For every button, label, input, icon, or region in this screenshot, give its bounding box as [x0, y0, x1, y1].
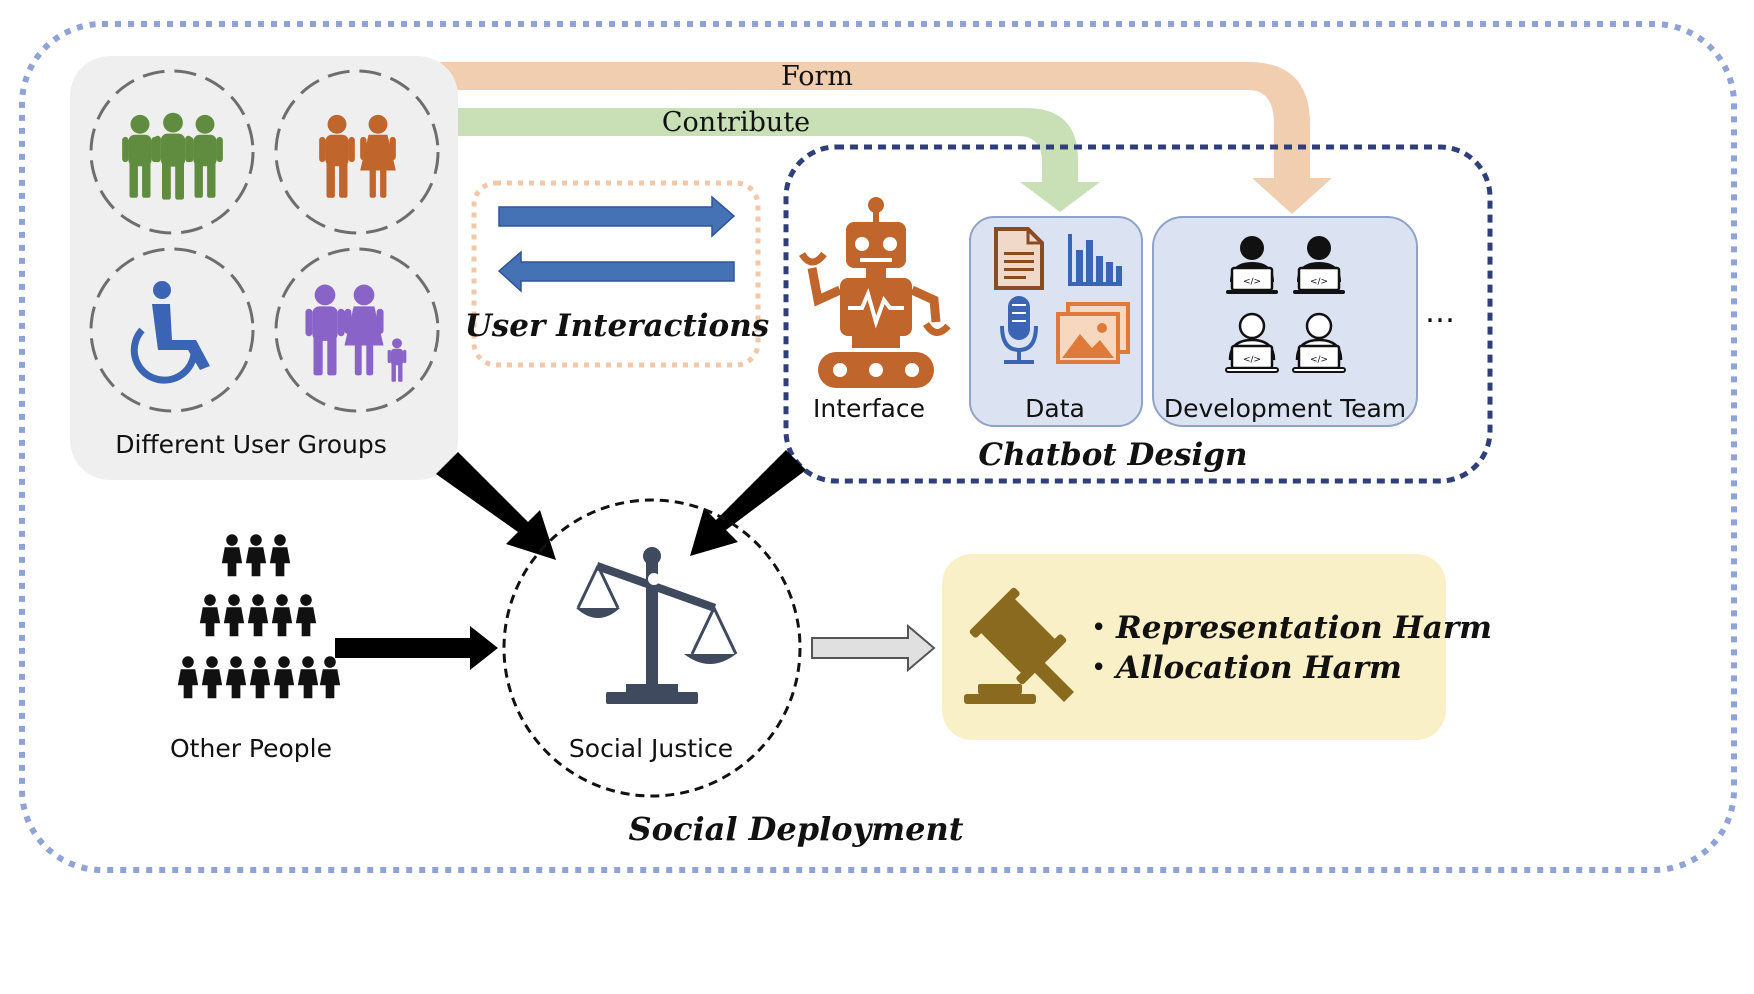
interaction-arrow-left	[497, 250, 735, 293]
interaction-arrow-right	[498, 195, 736, 238]
justice-to-harms-arrow	[811, 623, 936, 673]
harms-panel: • Representation Harm • Allocation Harm	[942, 554, 1492, 740]
wheelchair-icon	[130, 281, 210, 384]
user-interactions-label: User Interactions	[465, 308, 769, 344]
other-people-icon	[177, 534, 341, 699]
microphone-icon	[1000, 296, 1038, 364]
contribute-label: Contribute	[662, 107, 810, 138]
user-interactions-box: User Interactions	[465, 180, 769, 368]
design-to-justice-arrow	[690, 450, 806, 556]
scale-icon	[576, 547, 738, 704]
image-gallery-icon	[1056, 302, 1130, 364]
group-circle-orange	[274, 69, 440, 235]
harm-bullet-2: •	[1091, 653, 1106, 683]
other-people-to-justice-arrow	[335, 626, 498, 670]
harm-bullet-1: •	[1091, 613, 1106, 643]
social-deployment-frame	[19, 21, 1737, 873]
chatbot-design-label: Chatbot Design	[978, 437, 1247, 473]
form-arrow	[440, 62, 1332, 214]
social-deployment-label: Social Deployment	[629, 810, 964, 848]
more-ellipsis: …	[1425, 295, 1455, 330]
social-justice-node: Social Justice	[502, 498, 802, 798]
harm-item-1: Representation Harm	[1115, 610, 1492, 646]
other-people-label: Other People	[170, 734, 332, 763]
contribute-arrow	[452, 108, 1100, 212]
gavel-icon	[964, 587, 1074, 704]
group-circle-green	[89, 69, 255, 235]
form-label: Form	[781, 61, 853, 92]
user-groups-panel: Different User Groups	[70, 56, 458, 480]
harm-item-2: Allocation Harm	[1113, 650, 1402, 686]
group-circle-purple	[274, 247, 440, 413]
bar-chart-icon	[1068, 234, 1122, 286]
chatbot-design-box: Interface	[783, 144, 1493, 484]
interface-label: Interface	[813, 394, 925, 423]
robot-icon	[799, 197, 951, 388]
group-circle-blue	[89, 247, 255, 413]
development-team-label: Development Team	[1164, 394, 1406, 423]
development-team-panel	[1152, 216, 1418, 427]
user-groups-to-justice-arrow	[436, 452, 556, 560]
document-icon	[994, 227, 1044, 290]
social-justice-label: Social Justice	[569, 734, 733, 763]
data-label: Data	[1025, 394, 1085, 423]
user-groups-label: Different User Groups	[115, 430, 387, 459]
